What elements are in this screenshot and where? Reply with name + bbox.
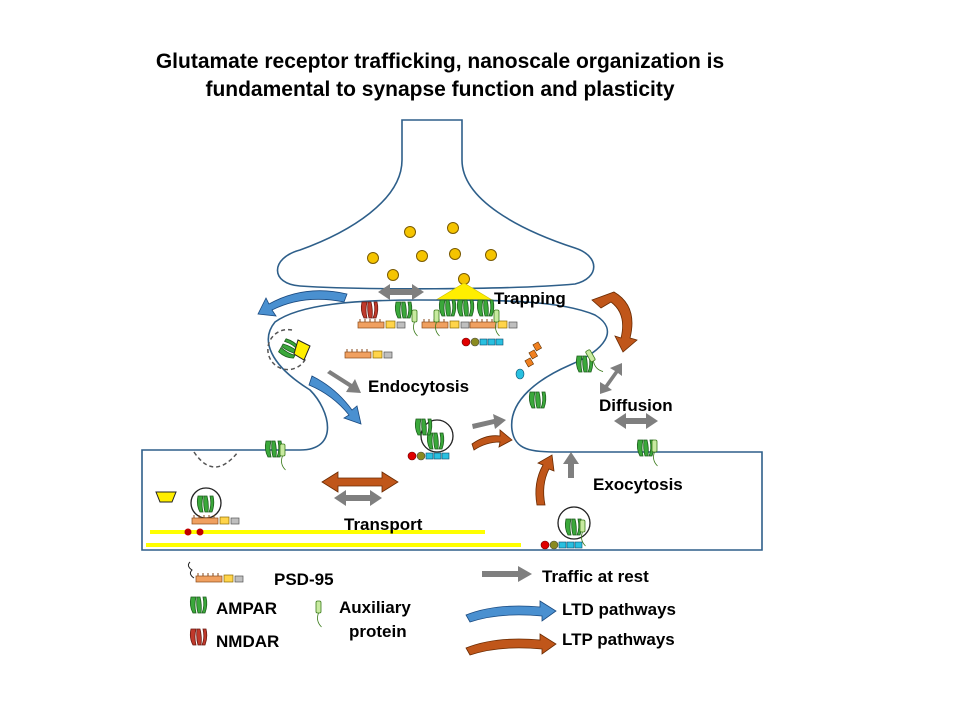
title-line-1: Glutamate receptor trafficking, nanoscal… [155,50,725,73]
rest-arrows [327,284,658,506]
label-trapping: Trapping [494,289,566,308]
dendrite-endocytic-pit [193,451,239,468]
actin-filament-2 [146,543,521,547]
glutamate-release-cone [434,282,494,301]
glutamate-vesicles [367,222,497,285]
actin-filament-1 [150,530,485,534]
legend-rest-arrow-icon [482,566,532,582]
synaptic-ampar-cluster [394,299,495,319]
motor-protein [184,528,204,536]
motor-adaptor [155,491,177,503]
endosome-chain [407,451,450,461]
postsynaptic-spine [141,299,763,551]
legend-auxiliary-line2: protein [349,622,407,641]
transport-vesicle-ampar [196,495,215,513]
label-transport: Transport [344,515,423,534]
endocytic-pit [267,328,307,371]
dendrite-auxiliary-left [279,443,286,471]
label-exocytosis: Exocytosis [593,475,683,494]
legend-nmdar-icon [189,628,208,646]
legend-auxiliary-icon [315,600,322,628]
psd-scaffold [344,318,518,359]
legend-ltd-arrow-icon [465,600,557,623]
presynaptic-terminal [276,119,595,290]
title-line-2: fundamental to synapse function and plas… [205,78,675,101]
ltd-arrows [257,290,362,425]
dendrite-ampar-right [636,439,655,457]
legend-ltp-arrow-icon [465,633,557,656]
dendrite-ampar-left [264,440,283,458]
label-endocytosis: Endocytosis [368,377,469,396]
legend-ltd-label: LTD pathways [562,600,676,619]
exocytic-chain [540,540,583,550]
clathrin-adaptor [293,339,311,361]
diffusing-auxiliary [584,348,604,375]
signaling-chain-synapse [461,337,504,347]
legend-psd95-label: PSD-95 [274,570,334,589]
diagram-title: Glutamate receptor trafficking, nanoscal… [0,48,880,104]
synaptic-nmdar [360,301,379,319]
endosome-ampar-2 [414,418,433,436]
spine-neck-ampar [528,391,547,409]
legend-rest-label: Traffic at rest [542,567,649,586]
legend-ampar-label: AMPAR [216,599,277,618]
legend: PSD-95 AMPAR NMDAR Auxiliary protein Tra… [187,561,676,656]
signaling-chain-vertical [515,341,543,380]
legend-ampar-icon [189,596,208,614]
label-diffusion: Diffusion [599,396,673,415]
ltp-arrows [321,291,638,506]
transport-psd [191,514,240,525]
exocytic-ampar [564,518,583,536]
legend-nmdar-label: NMDAR [216,632,279,651]
legend-ltp-label: LTP pathways [562,630,675,649]
legend-psd95-tail-icon [187,561,195,579]
legend-auxiliary-line1: Auxiliary [339,598,411,617]
legend-psd95-icon [195,572,244,583]
